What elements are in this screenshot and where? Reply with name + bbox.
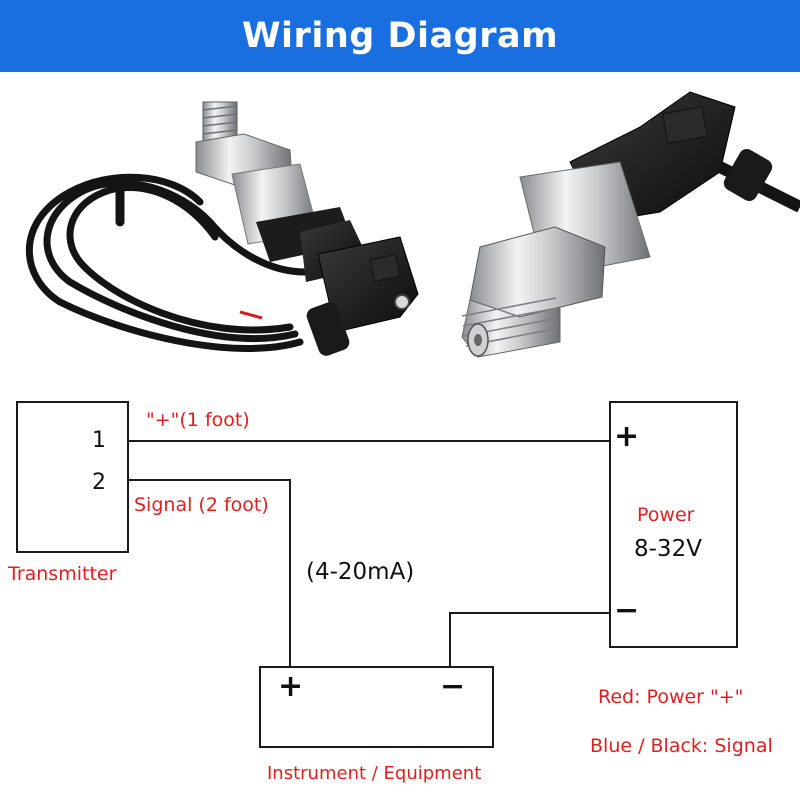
power-supply-box: [609, 401, 738, 648]
transmitter-pin-2: 2: [92, 470, 106, 495]
instrument-box: [259, 666, 494, 748]
power-minus-terminal: −: [614, 593, 640, 628]
left-sensor: [195, 101, 419, 356]
diagram-title: Wiring Diagram: [241, 16, 559, 56]
transmitter-pin-1: 1: [92, 428, 106, 453]
legend-red: Red: Power "+": [598, 686, 744, 708]
instrument-label: Instrument / Equipment: [267, 763, 482, 784]
title-banner: Wiring Diagram: [0, 0, 800, 72]
instrument-minus-terminal: −: [440, 669, 466, 704]
power-voltage-range: 8-32V: [634, 536, 702, 562]
legend-blue-black: Blue / Black: Signal: [590, 735, 773, 757]
transmitter-label: Transmitter: [8, 563, 117, 585]
wire-signal: [128, 479, 291, 667]
wire-positive-label: "+"(1 foot): [146, 409, 250, 431]
wire-return: [449, 612, 610, 667]
transmitter-box: [16, 401, 129, 553]
right-sensor: [461, 91, 800, 358]
power-title: Power: [637, 504, 695, 526]
instrument-plus-terminal: +: [278, 669, 304, 704]
current-range-label: (4-20mA): [306, 559, 415, 585]
power-plus-terminal: +: [614, 419, 640, 454]
wire-signal-label: Signal (2 foot): [134, 494, 269, 516]
product-photo: [25, 91, 800, 358]
coiled-cable: [25, 173, 309, 352]
